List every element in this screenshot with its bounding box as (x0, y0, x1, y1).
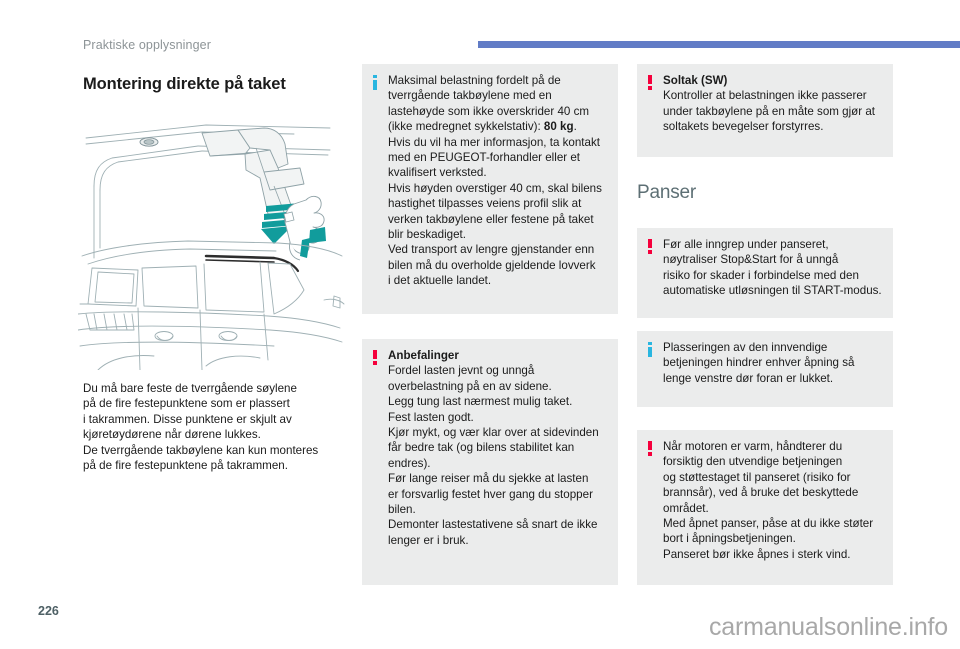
callout-box-hot-engine: Når motoren er varm, håndterer du forsik… (637, 430, 893, 585)
left-body-text: Du må bare feste de tverrgående søylene … (83, 381, 349, 473)
header-rule (478, 41, 960, 48)
callout-line: Legg tung last nærmest mulig taket. (388, 395, 573, 409)
warning-icon (646, 75, 658, 90)
callout-line: får bedre tak (og bilens stabilitet kan (388, 441, 575, 455)
callout-line: nøytraliser Stop&Start for å unngå (663, 253, 839, 267)
callout-line: Plasseringen av den innvendige (663, 341, 828, 354)
callout-line-with-value: (ikke medregnet sykkelstativ): 80 kg. (388, 119, 608, 134)
callout-line: Før alle inngrep under panseret, (663, 238, 829, 251)
callout-line: soltakets bevegelser forstyrres. (663, 120, 824, 134)
callout-line: risiko for skader i forbindelse med den (663, 268, 859, 282)
callout-line: Hvis du vil ha mer informasjon, ta konta… (388, 135, 600, 149)
callout-line: Panseret bør ikke åpnes i sterk vind. (663, 547, 851, 561)
value-suffix: . (573, 120, 577, 134)
callout-line: med en PEUGEOT-forhandler eller et (388, 151, 581, 165)
body-line: kjøretøydørene når dørene lukkes. (83, 428, 261, 442)
page-title: Montering direkte på taket (83, 75, 286, 94)
callout-line: bilen må du overholde gjeldende lovverk (388, 258, 596, 272)
callout-line: Maksimal belastning fordelt på de (388, 74, 561, 87)
breadcrumb: Praktiske opplysninger (83, 38, 211, 52)
callout-line: i det aktuelle landet. (388, 274, 492, 288)
callout-line: er forsvarlig festet hver gang du stoppe… (388, 487, 593, 501)
info-icon (646, 342, 658, 357)
max-load-value: 80 kg (543, 120, 574, 134)
callout-line: bort i åpningsbetjeningen. (663, 532, 796, 546)
info-icon (371, 75, 383, 90)
callout-title: Anbefalinger (388, 349, 459, 362)
body-line: i takrammen. Disse punktene er skjult av (83, 412, 292, 426)
callout-line: Ved transport av lengre gjenstander enn (388, 243, 595, 257)
callout-line: Kjør mykt, og vær klar over at sidevinde… (388, 426, 599, 440)
body-line: på de fire festepunktene som er plassert (83, 397, 290, 411)
callout-line: Fordel lasten jevnt og unngå (388, 364, 535, 378)
callout-line: Demonter lastestativene så snart de ikke (388, 518, 598, 532)
callout-line: brannsår), ved å bruke det beskyttede (663, 486, 859, 500)
callout-line: forsiktig den utvendige betjeningen (663, 455, 843, 469)
callout-line: Hvis høyden overstiger 40 cm, skal bilen… (388, 181, 602, 195)
callout-box-inner-control-placement: Plasseringen av den innvendige betjening… (637, 331, 893, 407)
callout-line: Med åpnet panser, påse at du ikke støter (663, 517, 874, 531)
callout-line: automatiske utløsningen til START-modus. (663, 284, 882, 298)
callout-line: Før lange reiser må du sjekke at lasten (388, 472, 589, 486)
callout-line: kvalifisert verksted. (388, 166, 487, 180)
body-line: Du må bare feste de tverrgående søylene (83, 382, 297, 395)
callout-line: Når motoren er varm, håndterer du (663, 440, 843, 453)
callout-line: endres). (388, 456, 431, 470)
callout-box-recommendations: Anbefalinger Fordel lasten jevnt og unng… (362, 339, 618, 585)
callout-line: verken takbøylene eller festene på taket (388, 212, 594, 226)
callout-line: betjeningen hindrer enhver åpning så (663, 356, 855, 370)
callout-line-text: (ikke medregnet sykkelstativ): (388, 120, 544, 134)
section-heading-panser: Panser (637, 182, 697, 203)
warning-icon (371, 350, 383, 365)
body-line: på de fire festepunktene på takrammen. (83, 459, 288, 473)
warning-icon (646, 239, 658, 254)
callout-line: tverrgående takbøylene med en (388, 89, 552, 103)
callout-line: bilen. (388, 503, 416, 517)
callout-line: lenger er i bruk. (388, 533, 469, 547)
watermark: carmanualsonline.info (708, 613, 948, 641)
callout-line: blir beskadiget. (388, 228, 466, 242)
page-number: 226 (38, 604, 59, 618)
callout-line: området. (663, 501, 709, 515)
callout-line: hastighet tilpasses veiens profil slik a… (388, 197, 582, 211)
callout-line: under takbøylene på en måte som gjør at (663, 104, 876, 118)
car-roof-mounting-points-diagram (78, 108, 346, 370)
warning-icon (646, 441, 658, 456)
callout-line: og støttestaget til panseret (risiko for (663, 470, 851, 484)
body-line: De tverrgående takbøylene kan kun monter… (83, 443, 319, 457)
callout-line: overbelastning på en av sidene. (388, 379, 552, 393)
callout-line: Fest lasten godt. (388, 410, 474, 424)
callout-box-stopstart: Før alle inngrep under panseret, nøytral… (637, 228, 893, 318)
callout-line: Kontroller at belastningen ikke passerer (663, 89, 867, 103)
callout-box-max-load: Maksimal belastning fordelt på de tverrg… (362, 64, 618, 314)
callout-line: lenge venstre dør foran er lukket. (663, 371, 834, 385)
callout-title: Soltak (SW) (663, 74, 728, 87)
callout-line: lastehøyde som ikke overskrider 40 cm (388, 104, 590, 118)
callout-box-sunroof: Soltak (SW) Kontroller at belastningen i… (637, 64, 893, 157)
